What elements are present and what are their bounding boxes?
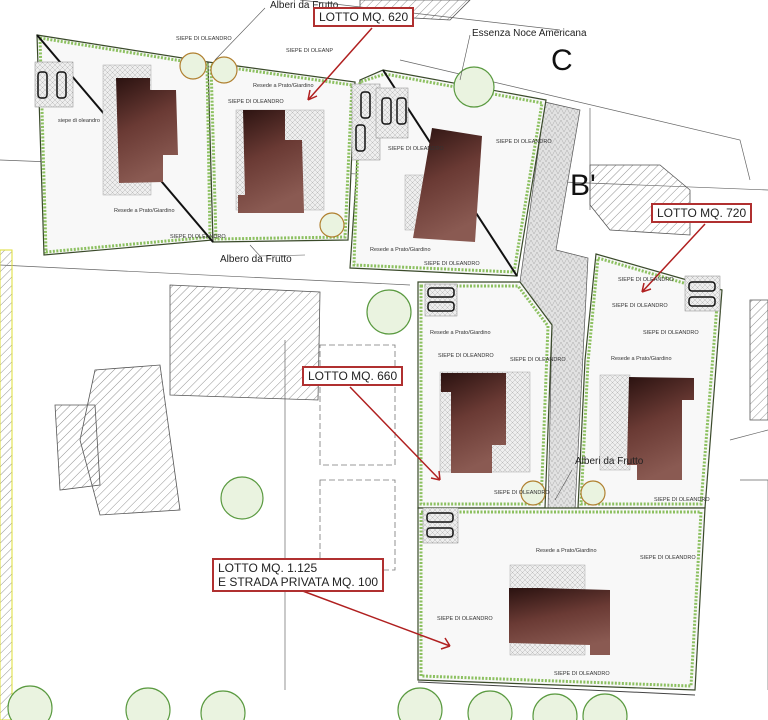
house <box>627 377 694 480</box>
hedge-label: SIEPE DI OLEANDRO <box>228 99 284 105</box>
hedge-label: SIEPE DI OLEANP <box>286 48 333 54</box>
label-alberi-frutto: Alberi da Frutto <box>270 0 339 11</box>
hedge-label: siepe di oleandro <box>58 118 100 124</box>
hedge-label: SIEPE DI OLEANDRO <box>554 671 610 677</box>
lawn-label: Resede a Prato/Giardino <box>114 208 175 214</box>
houses <box>116 78 694 655</box>
lot-label-720: LOTTO MQ. 720 <box>651 203 753 223</box>
existing-buildings <box>54 0 768 516</box>
left-strip <box>0 249 13 720</box>
lawn-labels: Resede a Prato/Giardino Resede a Prato/G… <box>114 83 672 554</box>
lawn-label: Resede a Prato/Giardino <box>253 83 314 89</box>
lawn-label: Resede a Prato/Giardino <box>430 330 491 336</box>
lawn-label: Resede a Prato/Giardino <box>536 548 597 554</box>
hedge-label: SIEPE DI OLEANDRO <box>176 36 232 42</box>
lot-label-1125: LOTTO MQ. 1.125 E STRADA PRIVATA MQ. 100 <box>212 558 385 592</box>
hedge-label: SIEPE DI OLEANDRO <box>438 353 494 359</box>
tree-icons <box>7 52 628 720</box>
label-alberi-frutto-mid: Alberi da Frutto <box>575 456 644 467</box>
lot-label-1125-line2: E STRADA PRIVATA MQ. 100 <box>218 575 379 589</box>
lawn-label: Resede a Prato/Giardino <box>611 356 672 362</box>
house <box>509 588 610 655</box>
hedge-label: SIEPE DI OLEANDRO <box>437 616 493 622</box>
section-mark-b: B' <box>570 169 596 202</box>
section-mark-c: C <box>551 44 573 77</box>
house <box>238 110 304 213</box>
lot-label-1125-line1: LOTTO MQ. 1.125 <box>218 561 318 575</box>
hedge-label: SIEPE DI OLEANDRO <box>388 146 444 152</box>
house <box>116 78 178 183</box>
leader-lines <box>214 7 573 501</box>
hedge-label: SIEPE DI OLEANDRO <box>612 303 668 309</box>
hedge-labels: SIEPE DI OLEANDRO SIEPE DI OLEANP siepe … <box>58 36 710 677</box>
hedge-label: SIEPE DI OLEANDRO <box>643 330 699 336</box>
house <box>441 373 506 473</box>
hedge-label: SIEPE DI OLEANDRO <box>640 555 696 561</box>
lot-label-620: LOTTO MQ. 620 <box>313 7 415 27</box>
hedge-label: SIEPE DI OLEANDRO <box>496 139 552 145</box>
hedge-label: SIEPE DI OLEANDRO <box>654 497 710 503</box>
hedge-label: SIEPE DI OLEANDRO <box>424 261 480 267</box>
label-essenza-noce: Essenza Noce Americana <box>472 28 587 39</box>
hedge-label: SIEPE DI OLEANDRO <box>510 357 566 363</box>
car-icons <box>37 71 716 538</box>
hedge-label: SIEPE DI OLEANDRO <box>618 277 674 283</box>
label-albero-frutto: Albero da Frutto <box>220 254 292 265</box>
hedge-label: SIEPE DI OLEANDRO <box>494 490 550 496</box>
house <box>413 128 482 242</box>
lot-arrows <box>299 27 706 650</box>
lot-label-660: LOTTO MQ. 660 <box>302 366 404 386</box>
hedge-label: SIEPE DI OLEANDRO <box>170 234 226 240</box>
lawn-label: Resede a Prato/Giardino <box>370 247 431 253</box>
